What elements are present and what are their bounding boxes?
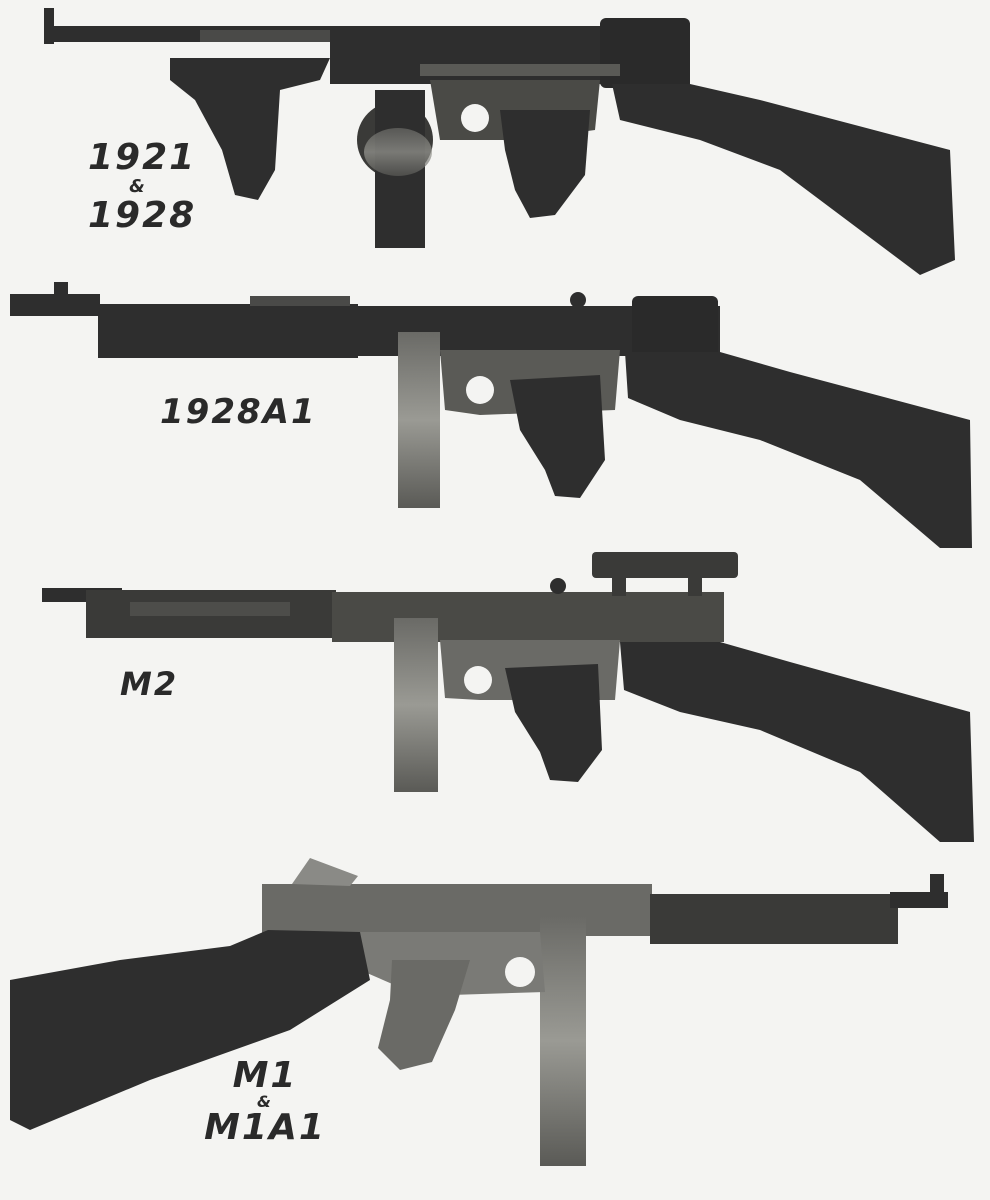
gun-1928a1 xyxy=(10,282,972,548)
label-line-1: 1921 xyxy=(88,137,197,178)
label-line-1: M1 xyxy=(232,1055,298,1096)
label-m1-m1a1: M1 & M1A1 xyxy=(190,1058,340,1146)
gun-m1-m1a1 xyxy=(10,858,948,1166)
label-1928a1: 1928A1 xyxy=(160,392,317,432)
gun-1921-1928 xyxy=(44,8,955,275)
label-line-2: M1A1 xyxy=(204,1107,326,1148)
label-ampersand: & xyxy=(129,176,147,197)
gun-m2 xyxy=(42,552,974,842)
label-ampersand: & xyxy=(257,1092,273,1111)
label-m2: M2 xyxy=(120,665,179,703)
label-1921-1928: 1921 & 1928 xyxy=(88,140,194,234)
label-line-2: 1928 xyxy=(88,195,197,236)
